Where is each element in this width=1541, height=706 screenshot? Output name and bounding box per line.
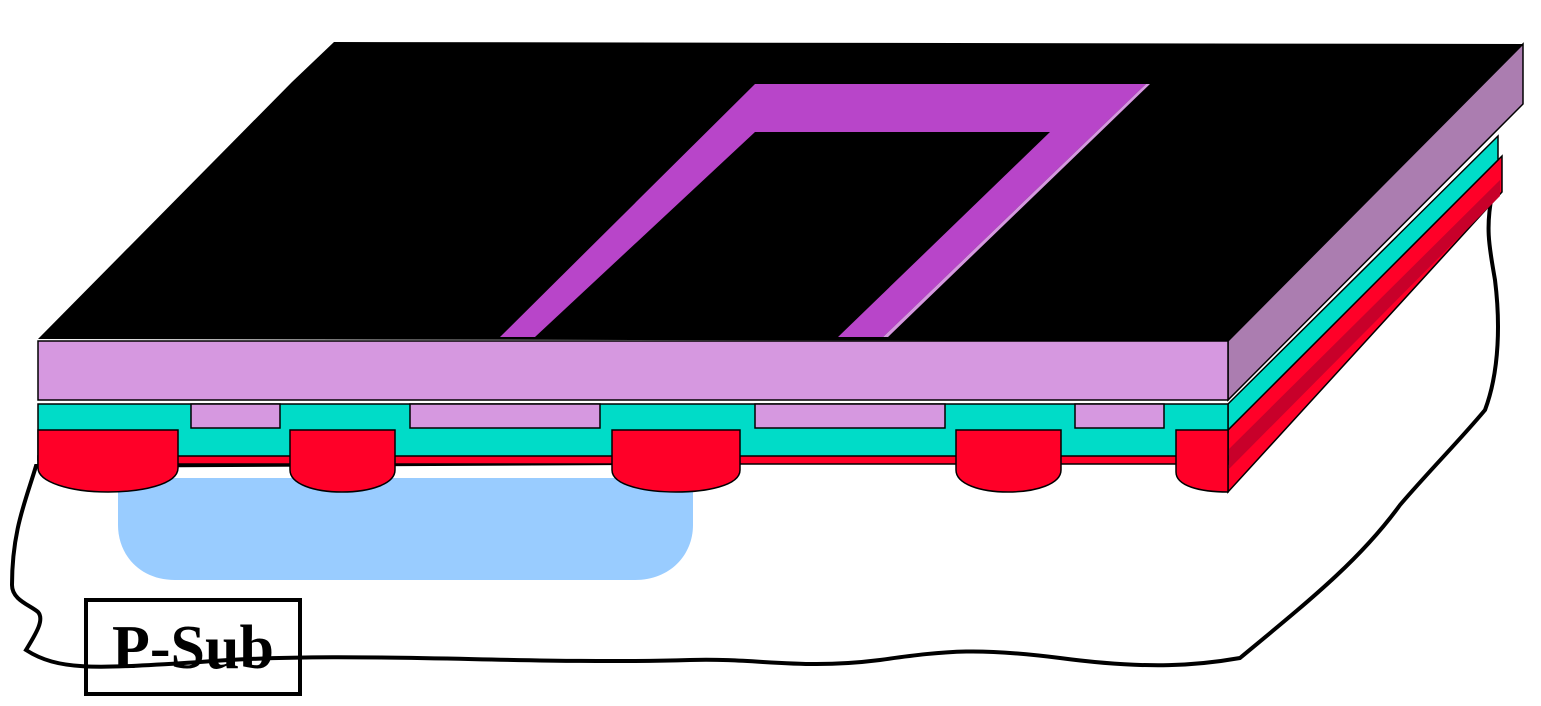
diffusion-well-5 [1176,430,1228,492]
substrate-label: P-Sub [112,614,274,682]
gate-segment-1 [191,404,280,428]
gate-segment-3 [755,404,945,428]
diffusion-well-4 [956,430,1061,492]
gate-segment-4 [1075,404,1164,428]
diffusion-well-1 [38,430,178,492]
top-layer-front [38,341,1228,400]
n-well [118,478,693,580]
diffusion-well-3 [612,430,740,492]
gate-segment-2 [410,404,600,428]
diffusion-well-2 [290,430,395,492]
